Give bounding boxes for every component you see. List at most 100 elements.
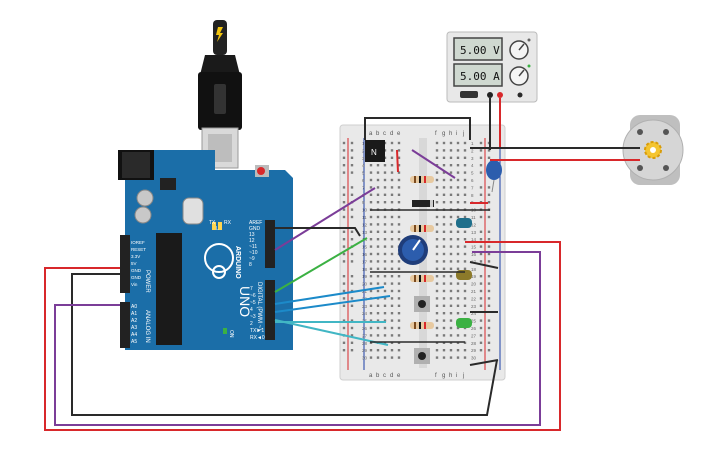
rail-hole[interactable] [487,341,491,344]
rail-hole[interactable] [479,238,483,241]
breadboard-hole[interactable] [456,230,460,233]
breadboard-hole[interactable] [449,282,453,285]
breadboard-hole[interactable] [397,312,401,315]
breadboard-hole[interactable] [442,349,446,352]
rail-hole[interactable] [342,252,346,256]
rail-hole[interactable] [479,349,483,352]
breadboard-hole[interactable] [442,238,446,241]
breadboard-hole[interactable] [369,193,373,196]
rail-hole[interactable] [350,164,354,167]
breadboard-hole[interactable] [397,341,401,344]
breadboard-hole[interactable] [369,230,373,233]
breadboard-hole[interactable] [390,141,394,145]
breadboard-hole[interactable] [376,230,380,233]
rail-hole[interactable] [342,238,346,241]
breadboard-hole[interactable] [390,312,394,315]
breadboard-hole[interactable] [449,252,453,256]
rail-hole[interactable] [479,341,483,344]
diode[interactable] [412,200,434,207]
breadboard-hole[interactable] [463,149,467,152]
breadboard-hole[interactable] [390,223,394,226]
breadboard-hole[interactable] [449,141,453,145]
rail-hole[interactable] [350,238,354,241]
led-icon[interactable] [456,218,472,228]
rail-hole[interactable] [487,319,491,322]
breadboard-hole[interactable] [383,349,387,352]
resistor-1[interactable] [410,176,434,183]
rail-hole[interactable] [350,282,354,285]
breadboard-hole[interactable] [463,297,467,300]
breadboard-hole[interactable] [449,260,453,263]
breadboard-hole[interactable] [463,349,467,352]
breadboard-hole[interactable] [435,312,439,315]
breadboard-hole[interactable] [369,260,373,263]
breadboard-hole[interactable] [397,164,401,167]
breadboard-hole[interactable] [390,201,394,204]
rail-hole[interactable] [342,186,346,189]
pushbutton-icon[interactable] [414,296,430,312]
rail-hole[interactable] [479,297,483,300]
breadboard-hole[interactable] [463,341,467,344]
rail-hole[interactable] [342,304,346,307]
breadboard-hole[interactable] [376,238,380,241]
breadboard-hole[interactable] [390,252,394,256]
breadboard-hole[interactable] [449,171,453,174]
breadboard-hole[interactable] [397,349,401,352]
breadboard-hole[interactable] [397,275,401,278]
rail-hole[interactable] [479,252,483,256]
breadboard-hole[interactable] [435,349,439,352]
breadboard-hole[interactable] [435,356,439,359]
breadboard-hole[interactable] [383,289,387,293]
rail-hole[interactable] [342,156,346,159]
rail-hole[interactable] [487,275,491,278]
breadboard-hole[interactable] [449,312,453,315]
breadboard-hole[interactable] [383,334,387,337]
breadboard-hole[interactable] [369,223,373,226]
rail-hole[interactable] [342,245,346,248]
rail-hole[interactable] [342,326,346,330]
rail-hole[interactable] [479,230,483,233]
breadboard-hole[interactable] [463,334,467,337]
breadboard-hole[interactable] [376,312,380,315]
breadboard-hole[interactable] [383,223,387,226]
breadboard-hole[interactable] [456,334,460,337]
rail-hole[interactable] [350,156,354,159]
breadboard-hole[interactable] [449,186,453,189]
breadboard-hole[interactable] [376,201,380,204]
potentiometer-icon[interactable] [398,235,428,265]
wires[interactable] [44,98,640,431]
rail-hole[interactable] [479,245,483,248]
breadboard-hole[interactable] [383,186,387,189]
rail-hole[interactable] [487,186,491,189]
led-icon[interactable] [456,318,472,328]
rail-hole[interactable] [342,208,346,211]
rail-hole[interactable] [479,186,483,189]
breadboard-hole[interactable] [449,341,453,344]
breadboard-hole[interactable] [449,164,453,167]
breadboard-hole[interactable] [442,334,446,337]
breadboard-hole[interactable] [435,238,439,241]
rail-hole[interactable] [350,149,354,152]
breadboard-hole[interactable] [397,326,401,330]
breadboard-hole[interactable] [456,193,460,196]
breadboard-hole[interactable] [383,245,387,248]
breadboard-hole[interactable] [456,171,460,174]
breadboard-hole[interactable] [449,215,453,219]
breadboard-hole[interactable] [463,252,467,256]
breadboard-hole[interactable] [383,341,387,344]
rail-hole[interactable] [350,252,354,256]
breadboard-hole[interactable] [397,282,401,285]
breadboard-hole[interactable] [390,289,394,293]
rail-hole[interactable] [487,326,491,330]
breadboard-hole[interactable] [383,193,387,196]
rail-hole[interactable] [487,245,491,248]
breadboard-hole[interactable] [369,252,373,256]
breadboard-hole[interactable] [390,349,394,352]
rail-hole[interactable] [487,149,491,152]
breadboard-hole[interactable] [449,319,453,322]
breadboard-hole[interactable] [383,297,387,300]
breadboard-hole[interactable] [376,289,380,293]
rail-hole[interactable] [487,215,491,219]
breadboard-hole[interactable] [442,252,446,256]
breadboard-hole[interactable] [376,186,380,189]
